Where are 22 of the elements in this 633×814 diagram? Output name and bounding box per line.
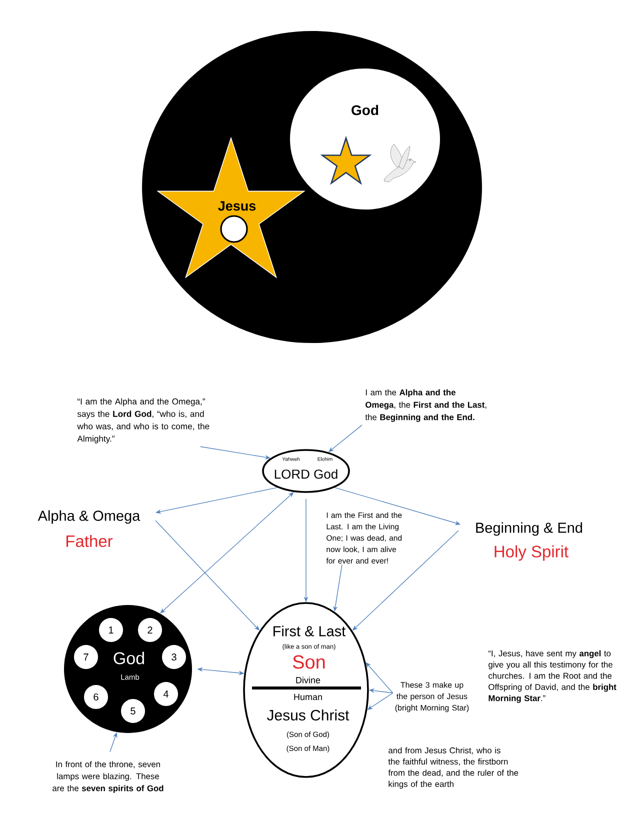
ellipse-title: Jesus Christ — [266, 710, 350, 720]
circle-title: God — [114, 652, 144, 664]
dove-icon — [384, 144, 416, 182]
heading-text: Beginning & End — [476, 522, 582, 536]
quote-text: and from Jesus Christ, who is the faithful witness, the firstborn from the dead, and the ruler of the kings of the earth — [388, 747, 518, 789]
ellipse-title: First & Last — [274, 626, 346, 636]
quote-text: “I am the Alpha and the Omega,” says the Lord God, “who is, and who was, and who is to come, the Almighty.” — [77, 398, 210, 444]
ellipse — [262, 449, 350, 493]
quote-text: I am the Alpha and the Omega, the First and the Last, the Beginning and the End. — [365, 389, 486, 422]
heading-text: Alpha & Omega — [38, 510, 140, 524]
double-arrow — [160, 492, 294, 614]
note-text: In front of the throne, seven lamps were blazing. These are the seven spirits of God — [52, 761, 164, 793]
ellipse-title: LORD God — [274, 469, 338, 479]
name-label: Father — [66, 534, 113, 548]
small-label: Human — [294, 694, 322, 700]
name-label: Son — [292, 655, 325, 669]
name-label: Holy Spirit — [494, 545, 568, 561]
circle-icon — [220, 215, 248, 243]
note-text: These 3 make up the person of Jesus (bright Morning Star) — [395, 682, 469, 712]
small-label: Divine — [296, 676, 320, 684]
quote-text: “I, Jesus, have sent my angel to give you all this testimony for the churches. I am the Root and the Offspring of David, and the bright Morning Star.” — [488, 650, 616, 703]
ellipse — [243, 602, 369, 778]
